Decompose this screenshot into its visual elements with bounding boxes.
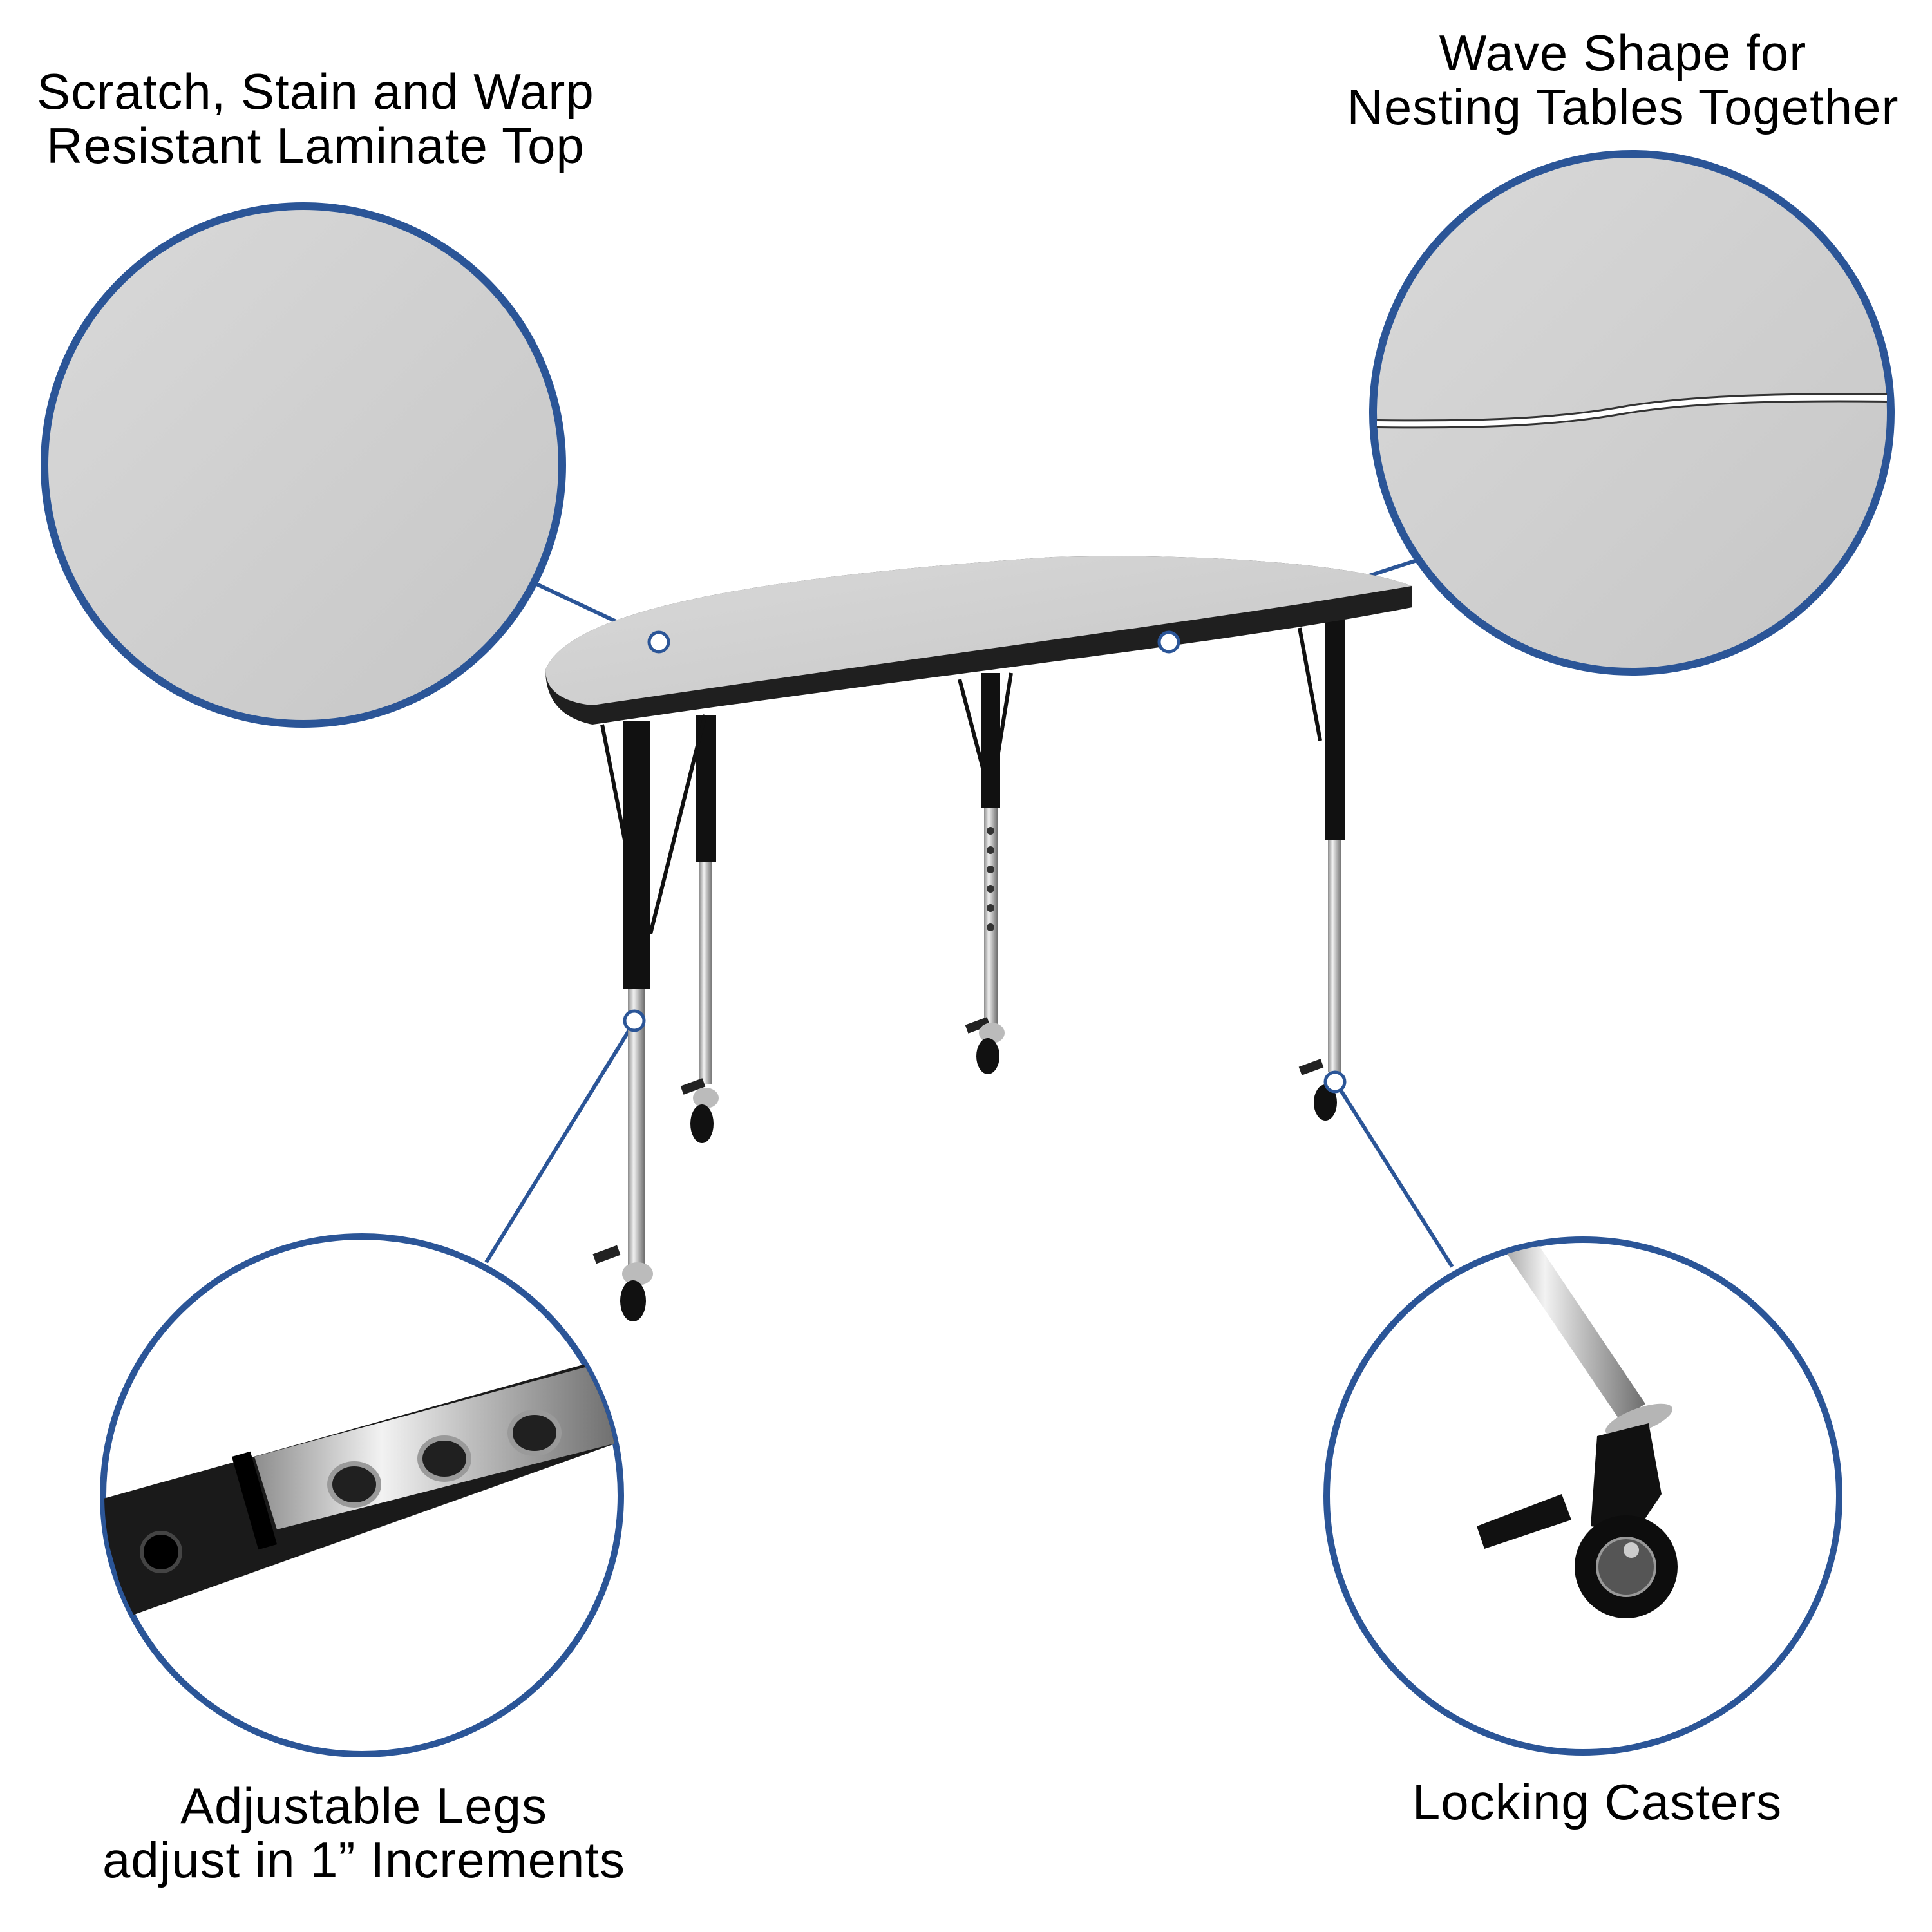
callout-marker-legs-icon xyxy=(623,1009,646,1032)
callout-label-laminate-top: Scratch, Stain and Warp Resistant Lamina… xyxy=(13,64,618,173)
callout-label-locking-casters: Locking Casters xyxy=(1372,1775,1823,1829)
wave-edge-closeup-circle xyxy=(1369,150,1895,676)
callout-marker-casters-icon xyxy=(1323,1070,1347,1094)
caster-closeup-circle xyxy=(1323,1236,1842,1756)
label-line: Scratch, Stain and Warp xyxy=(37,63,594,120)
table-leg xyxy=(958,672,1013,1074)
callout-label-wave-shape: Wave Shape for Nesting Tables Together xyxy=(1314,26,1932,134)
laminate-closeup-circle xyxy=(41,202,566,728)
table-leg xyxy=(1298,609,1345,1121)
label-line: adjust in 1” Increments xyxy=(102,1832,626,1888)
label-line: Locking Casters xyxy=(1412,1774,1783,1830)
label-line: Nesting Tables Together xyxy=(1347,79,1899,135)
label-line: Wave Shape for xyxy=(1439,24,1807,81)
table-leg xyxy=(592,714,707,1321)
half-round-table xyxy=(545,556,1412,1321)
label-line: Adjustable Legs xyxy=(180,1777,548,1834)
leg-holes-closeup-circle xyxy=(100,1233,624,1757)
callout-marker-laminate-icon xyxy=(647,630,670,654)
table-leg xyxy=(680,715,719,1143)
label-line: Resistant Laminate Top xyxy=(46,117,585,174)
callout-marker-wave-icon xyxy=(1157,630,1180,654)
callout-label-adjustable-legs: Adjustable Legs adjust in 1” Increments xyxy=(71,1779,657,1887)
